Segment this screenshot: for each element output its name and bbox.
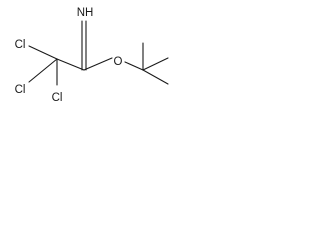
- chlorine-label-bottom: Cl: [52, 92, 63, 104]
- chlorine-label-top: Cl: [15, 39, 26, 51]
- imine-label: NH: [77, 7, 94, 19]
- oxygen-tbutyl-bond: [124, 61, 144, 71]
- tbutyl-methyl-bond-right: [142, 57, 169, 71]
- carbon-chlorine-bond-left: [28, 58, 58, 83]
- carbon-chlorine-bond-top: [28, 45, 58, 60]
- bond-group: [28, 20, 169, 86]
- chlorine-label-left: Cl: [15, 84, 26, 96]
- carbon-oxygen-bond: [83, 57, 113, 71]
- tbutyl-methyl-bond-down: [142, 69, 169, 85]
- carbon-carbon-bond: [56, 58, 85, 71]
- atom-label-group: NH O Cl Cl Cl: [15, 7, 123, 104]
- oxygen-label: O: [114, 56, 123, 68]
- molecule-diagram: NH O Cl Cl Cl: [15, 7, 169, 104]
